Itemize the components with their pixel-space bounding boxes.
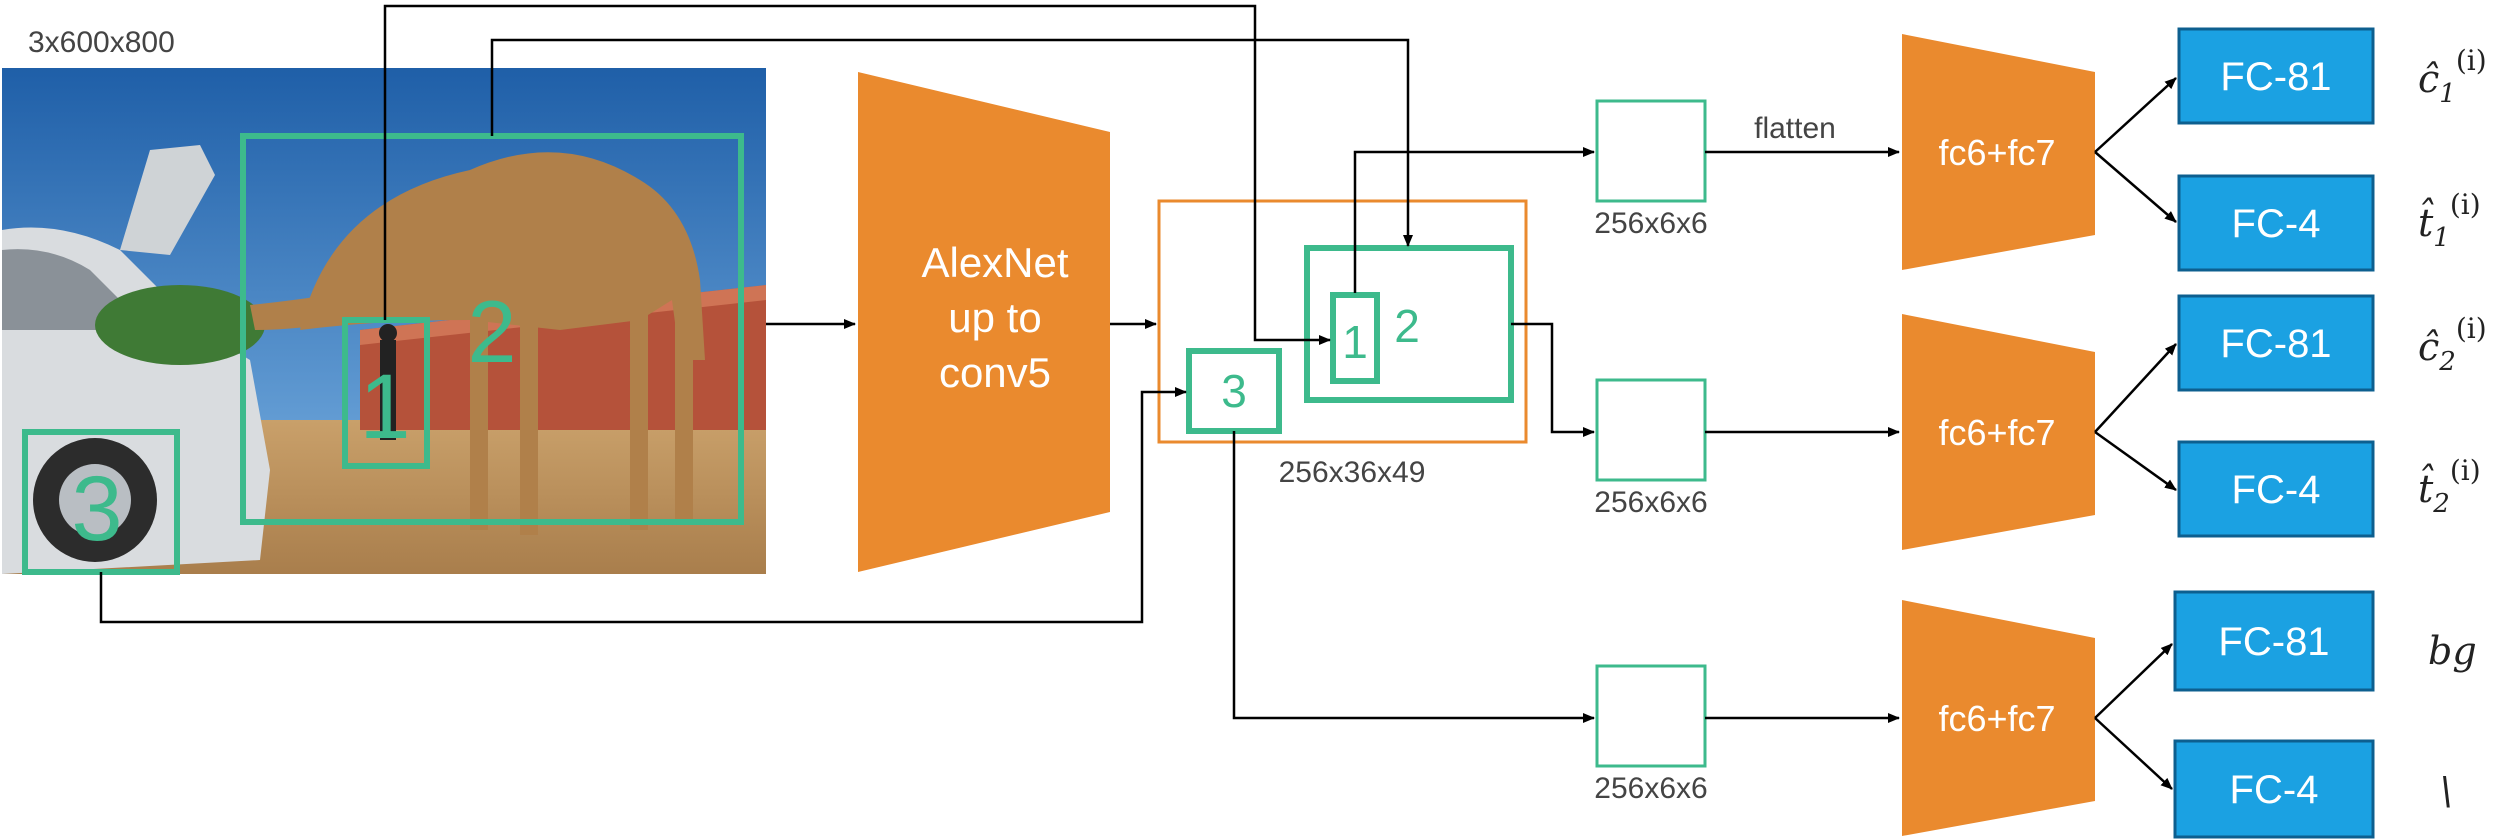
- input-region-2-label: 2: [468, 282, 517, 381]
- input-size-label: 3x600x800: [28, 26, 175, 59]
- fc-head-1: [1902, 34, 2095, 270]
- fc-head-3: [1902, 600, 2095, 836]
- pooled-roi-2-size: 256x6x6: [1594, 486, 1707, 519]
- fc81-box-2-label: FC-81: [2220, 322, 2331, 366]
- flatten-label: flatten: [1754, 112, 1836, 145]
- projection-region-2: [490, 38, 1413, 247]
- fc4-box-2: FC-4: [2177, 440, 2375, 538]
- output-t1-hat: t̂1(i): [2418, 188, 2481, 253]
- pooled-roi-3-size: 256x6x6: [1594, 772, 1707, 805]
- projection-region-3: [99, 387, 1187, 624]
- pooled-roi-2: [1595, 378, 1707, 482]
- fc4-box-1: FC-4: [2177, 174, 2375, 272]
- alexnet-label-line3: conv5: [939, 349, 1051, 396]
- arrow-fc3-to-reg: [2094, 717, 2173, 790]
- fm-region-1-label: 1: [1342, 316, 1368, 368]
- input-region-1-label: 1: [359, 356, 410, 458]
- arrow-fm2-to-pool2: [1511, 322, 1595, 437]
- pooled-roi-1-size: 256x6x6: [1594, 207, 1707, 240]
- input-region-3-label: 3: [71, 458, 122, 560]
- output-bg: bg: [2428, 629, 2477, 673]
- fm-region-1-box: [1330, 292, 1380, 384]
- fc81-box-3: FC-81: [2173, 590, 2375, 692]
- fc4-box-2-label: FC-4: [2232, 468, 2321, 512]
- output-c1-hat: ĉ1(i): [2418, 44, 2487, 109]
- output-none: \: [2440, 769, 2453, 813]
- arrow-fm1-to-pool1: [1353, 147, 1595, 293]
- feature-map-size-label: 256x36x49: [1279, 456, 1426, 489]
- fc81-box-1: FC-81: [2177, 27, 2375, 125]
- pooled-roi-1: [1595, 99, 1707, 203]
- output-c2-hat: ĉ2(i): [2418, 312, 2487, 377]
- fc4-box-3: FC-4: [2173, 739, 2375, 839]
- fm-region-3-label: 3: [1221, 365, 1247, 417]
- arrow-fc2-to-reg: [2094, 430, 2177, 492]
- fc81-box-2: FC-81: [2177, 294, 2375, 392]
- fc-head-1-label: fc6+fc7: [1938, 132, 2055, 173]
- arrow-fc1-to-cls: [2094, 77, 2177, 153]
- arrow-fc3-to-cls: [2094, 643, 2173, 719]
- fc4-box-1-label: FC-4: [2232, 202, 2321, 246]
- pooled-roi-3: [1595, 664, 1707, 768]
- fm-region-2-label: 2: [1394, 300, 1420, 352]
- fc-head-2: [1902, 314, 2095, 550]
- feature-map-box: [1157, 199, 1528, 444]
- alexnet-label-line1: AlexNet: [921, 239, 1068, 286]
- alexnet-trapezoid: [858, 72, 1110, 572]
- fc81-box-1-label: FC-81: [2220, 55, 2331, 99]
- fc4-box-3-label: FC-4: [2230, 768, 2319, 812]
- alexnet-label-line2: up to: [948, 294, 1041, 341]
- fc81-box-3-label: FC-81: [2218, 620, 2329, 664]
- arrow-fc1-to-reg: [2094, 151, 2177, 223]
- projection-region-1: [383, 4, 1331, 345]
- arrow-fc2-to-cls: [2094, 343, 2177, 433]
- fc-head-3-label: fc6+fc7: [1938, 698, 2055, 739]
- output-t2-hat: t̂2(i): [2418, 454, 2481, 519]
- arrow-fm3-to-pool3: [1232, 431, 1595, 723]
- fc-head-2-label: fc6+fc7: [1938, 412, 2055, 453]
